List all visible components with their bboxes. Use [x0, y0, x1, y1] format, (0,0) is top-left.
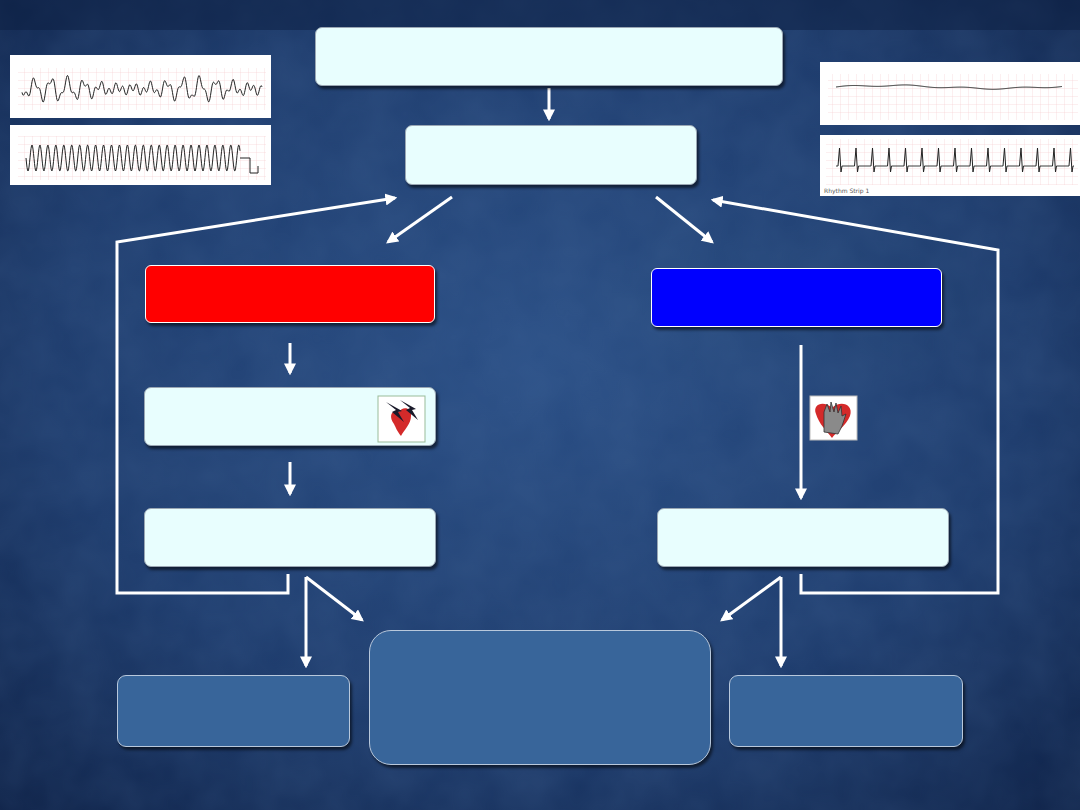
ecg-calibration: [240, 158, 258, 173]
flow-arrow: [656, 197, 712, 242]
outcome-box-right: [729, 675, 963, 747]
strip-caption-box: Rhythm Strip 1: [824, 187, 869, 194]
start-box: [315, 27, 783, 86]
flow-arrow: [548, 88, 551, 119]
shockable-box: [145, 265, 435, 323]
rhythm-check-box: [405, 125, 697, 185]
cpr-box-left: [144, 508, 436, 567]
ecg-strip-vf: [10, 55, 271, 118]
ecg-strip-asystole: [820, 62, 1080, 125]
flow-arrow: [800, 345, 803, 498]
flow-arrow: [289, 462, 292, 494]
cpr-box-right: [657, 508, 949, 567]
flow-arrow: [305, 577, 308, 666]
flow-arrow: [289, 343, 292, 373]
defibrillation-icon: [378, 396, 425, 442]
flow-arrow: [780, 577, 783, 666]
cpr-hands-icon: [810, 396, 857, 440]
strip-caption: Rhythm Strip 1: [824, 187, 869, 194]
flow-arrow: [306, 577, 362, 620]
flow-arrow: [722, 577, 781, 620]
outcome-box-left: [117, 675, 350, 747]
non-shockable-box: [651, 268, 942, 327]
flow-arrow: [388, 197, 452, 242]
ecg-strip-vt: [10, 125, 271, 185]
outcome-box-center: [369, 630, 711, 765]
ecg-strip-pea: [820, 135, 1080, 196]
